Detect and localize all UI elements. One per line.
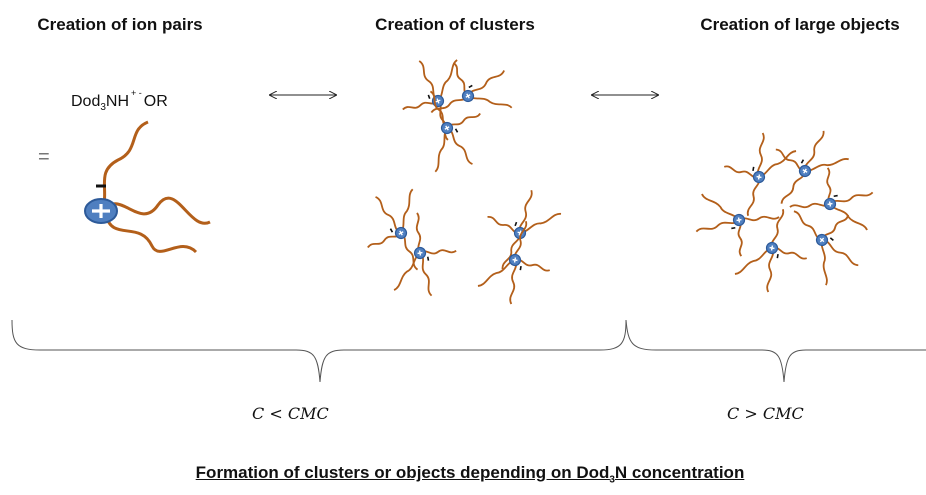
- ion-pair-molecule: [84, 120, 211, 254]
- formula-charge: + -: [131, 88, 142, 98]
- heading-clusters: Creation of clusters: [375, 15, 535, 34]
- cluster-bottom-left: [346, 177, 464, 303]
- formula-subscript: 3: [100, 102, 106, 114]
- brace-icon: [625, 319, 926, 383]
- formula-prefix: Dod: [71, 93, 101, 110]
- large-object: [689, 113, 880, 299]
- cluster-bottom-right: [471, 178, 567, 311]
- caption-subscript: 3: [609, 474, 615, 486]
- brace-icon: [11, 319, 627, 383]
- formula-mid: NH: [105, 93, 130, 110]
- figure-caption: Formation of clusters or objects dependi…: [160, 463, 780, 485]
- caption-after: N concentration: [614, 463, 745, 482]
- caption-before: Formation of clusters or objects dependi…: [195, 463, 610, 482]
- condition-below-cmc: C < CMC: [252, 404, 329, 423]
- cluster-top: [388, 41, 524, 184]
- heading-ion-pairs: Creation of ion pairs: [37, 15, 203, 34]
- equals-sign: =: [38, 146, 50, 168]
- condition-above-cmc: C > CMC: [727, 404, 804, 423]
- formula-suffix: OR: [143, 93, 168, 110]
- ion-pair-formula: Dod3NH+ -OR: [71, 88, 168, 114]
- heading-large-objects: Creation of large objects: [700, 15, 900, 34]
